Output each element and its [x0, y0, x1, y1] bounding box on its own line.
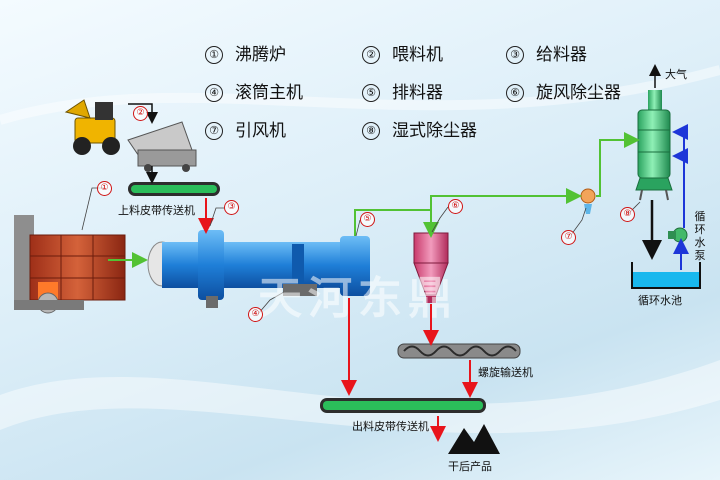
pump-label: 循环水泵 [694, 210, 706, 262]
black-flow-arrows [128, 64, 662, 260]
marker-1: ① [97, 181, 112, 196]
marker-8: ⑧ [620, 207, 635, 222]
circulation-pump [668, 227, 688, 243]
feeder-machine [127, 121, 197, 172]
lower-belt-label: 出料皮带传送机 [352, 420, 429, 433]
induced-draft-fan [580, 188, 596, 214]
cyclone-dust-collector [413, 232, 449, 303]
boiling-furnace [14, 215, 126, 314]
screw-conveyor [397, 343, 521, 359]
water-flow-lines [672, 124, 689, 270]
circulation-pool [631, 262, 701, 289]
lower-belt-conveyor [320, 398, 486, 413]
marker-6: ⑥ [448, 199, 463, 214]
marker-7: ⑦ [561, 230, 576, 245]
wheel-loader [64, 99, 120, 155]
screw-conveyor-label: 螺旋输送机 [478, 366, 533, 379]
material-flow-lines [108, 198, 478, 442]
product-label: 干后产品 [448, 460, 492, 473]
atmosphere-label: 大气 [665, 68, 687, 81]
marker-4: ④ [248, 307, 263, 322]
marker-3: ③ [224, 200, 239, 215]
wet-scrubber-tower [635, 90, 673, 201]
gas-flow-lines [354, 132, 640, 238]
rotary-drum [147, 230, 370, 308]
product-pile [448, 424, 500, 454]
pool-label: 循环水池 [638, 294, 682, 307]
upper-belt-conveyor [128, 182, 220, 196]
upper-belt-label: 上料皮带传送机 [118, 204, 195, 217]
marker-2: ② [133, 106, 148, 121]
watermark: 天河东鼎 [258, 273, 458, 324]
marker-5: ⑤ [360, 212, 375, 227]
